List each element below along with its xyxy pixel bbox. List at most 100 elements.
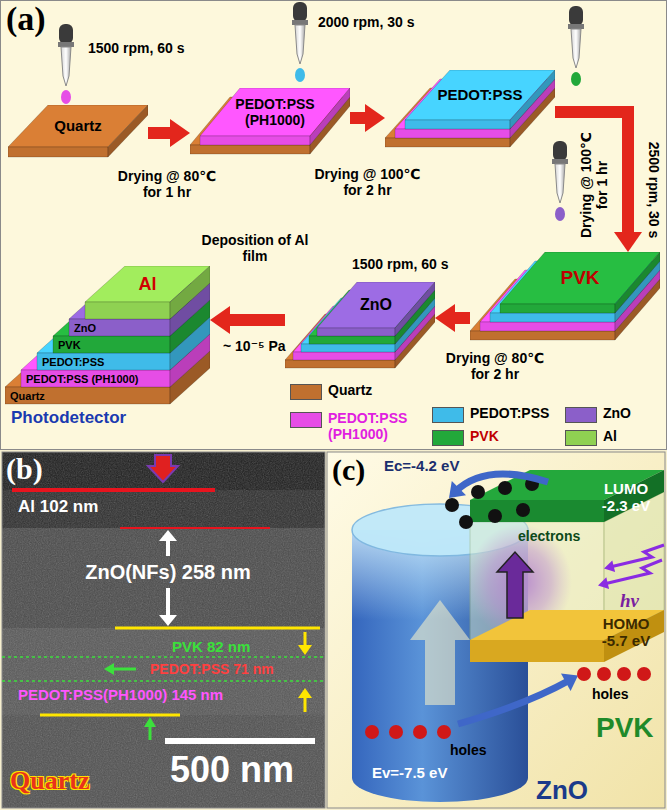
layer-face: [285, 360, 395, 368]
layer-label: PEDOT:PSS: [437, 86, 522, 103]
process-condition: Drying @ 100℃ for 2 hr: [305, 166, 430, 198]
layer-label: PEDOT:PSS (PH1000): [26, 372, 138, 385]
holes: [577, 667, 651, 681]
energy-level: Ev=-7.5 eV: [372, 764, 447, 781]
carrier-label: holes: [450, 742, 487, 758]
layer-stack: PEDOT:PSS (PH1000): [190, 88, 350, 158]
figure-part: [637, 667, 651, 681]
figure-part: [604, 560, 615, 572]
figure-part: [597, 667, 611, 681]
device-title: Photodetector: [11, 408, 126, 428]
layer-stack-drawing: [285, 282, 435, 372]
figure-part: [488, 509, 502, 523]
figure-part: [2, 452, 325, 808]
figure-part: [40, 714, 180, 717]
layer-face: [170, 266, 210, 319]
energy-level: HOMO -5.7 eV: [590, 615, 662, 650]
charge-transfer-arrows: [449, 474, 578, 724]
arrow-shaft: [350, 112, 367, 124]
layer-stack: PVK: [470, 252, 660, 344]
layer-label: PEDOT:PSS (PH1000): [229, 96, 321, 128]
layer-label: ZnO: [360, 296, 392, 314]
layer-stack: PEDOT:PSS: [385, 70, 555, 151]
panel-a-ground: [1, 1, 667, 450]
figure-part: [148, 455, 178, 482]
arrow-shaft: [228, 314, 285, 326]
thickness-label: PEDOT:PSS(PH1000) 145 nm: [18, 686, 223, 703]
figure-part: [470, 500, 604, 522]
figure-part: [525, 477, 539, 491]
layer-face: [200, 88, 350, 136]
figure-part: [561, 674, 578, 691]
figure-part: [58, 24, 74, 86]
sem-image: [2, 452, 325, 808]
arrow-head: [170, 119, 190, 147]
figure-part: [470, 522, 604, 640]
arrow-shaft: [148, 127, 172, 139]
figure-part: [104, 663, 114, 675]
layer-stack-drawing: [385, 70, 555, 151]
figure-part: [2, 490, 325, 528]
figure-part: [577, 667, 591, 681]
layer-face: [317, 328, 395, 336]
thickness-label: Al 102 nm: [18, 497, 98, 517]
legend-text: Quartz: [328, 382, 372, 398]
drop: [295, 68, 305, 82]
figure-part: [298, 688, 312, 698]
process-arrow: [148, 119, 190, 147]
drop: [61, 90, 71, 104]
layer-face: [37, 353, 170, 370]
legend-swatch: [565, 407, 597, 423]
process-condition: 1500 rpm, 60 s: [352, 256, 449, 272]
figure-part: [459, 515, 473, 529]
figure-part: [617, 667, 631, 681]
layer-face: [53, 336, 170, 353]
figure-part: [352, 504, 528, 556]
process-arrow: [350, 104, 385, 132]
sem-markings: [2, 455, 325, 744]
carrier-label: electrons: [518, 528, 580, 544]
layer-face: [500, 304, 615, 313]
layer-face: [200, 136, 310, 145]
layer-face: [309, 336, 395, 344]
zno-cylinder: [352, 504, 528, 802]
layer-face: [8, 147, 108, 157]
figure-part: [413, 725, 427, 739]
figure-part: [498, 481, 512, 495]
figure-part: [159, 615, 177, 626]
figure-part: [389, 725, 403, 739]
figure-part: [516, 503, 530, 517]
layer-face: [615, 252, 660, 313]
figure-part: [2, 528, 325, 628]
process-condition: Drying @ 80℃ for 2 hr: [440, 350, 550, 382]
figure-part: [12, 488, 215, 492]
layer-face: [293, 352, 395, 360]
layer-face: [500, 252, 660, 304]
figure-part: [458, 680, 570, 724]
figure-part: [298, 645, 312, 655]
figure-part: [365, 725, 379, 739]
layer-face: [470, 331, 615, 340]
figure-part: [165, 738, 315, 744]
panel-c-ground: [327, 452, 665, 808]
arrow-shaft: [453, 312, 470, 324]
layer-face: [190, 145, 310, 154]
layer-stack-drawing: [470, 252, 660, 344]
figure-part: [610, 545, 664, 567]
figure-part: [2, 656, 325, 658]
figure-part: [352, 530, 528, 620]
process-arrow: [210, 306, 285, 334]
layer-face: [21, 370, 170, 387]
legend-item: Al: [565, 428, 617, 446]
process-condition: 1500 rpm, 60 s: [88, 40, 185, 56]
panel-letter: (b): [6, 454, 43, 484]
legend-swatch: [290, 412, 322, 428]
layer-face: [69, 319, 170, 336]
layer-label: ZnO: [74, 321, 96, 334]
figure-part: [149, 726, 152, 740]
process-condition: 2000 rpm, 30 s: [318, 14, 415, 30]
figure-part: [304, 697, 307, 712]
layer-face: [310, 88, 350, 145]
legend-text: PEDOT:PSS: [470, 405, 549, 421]
